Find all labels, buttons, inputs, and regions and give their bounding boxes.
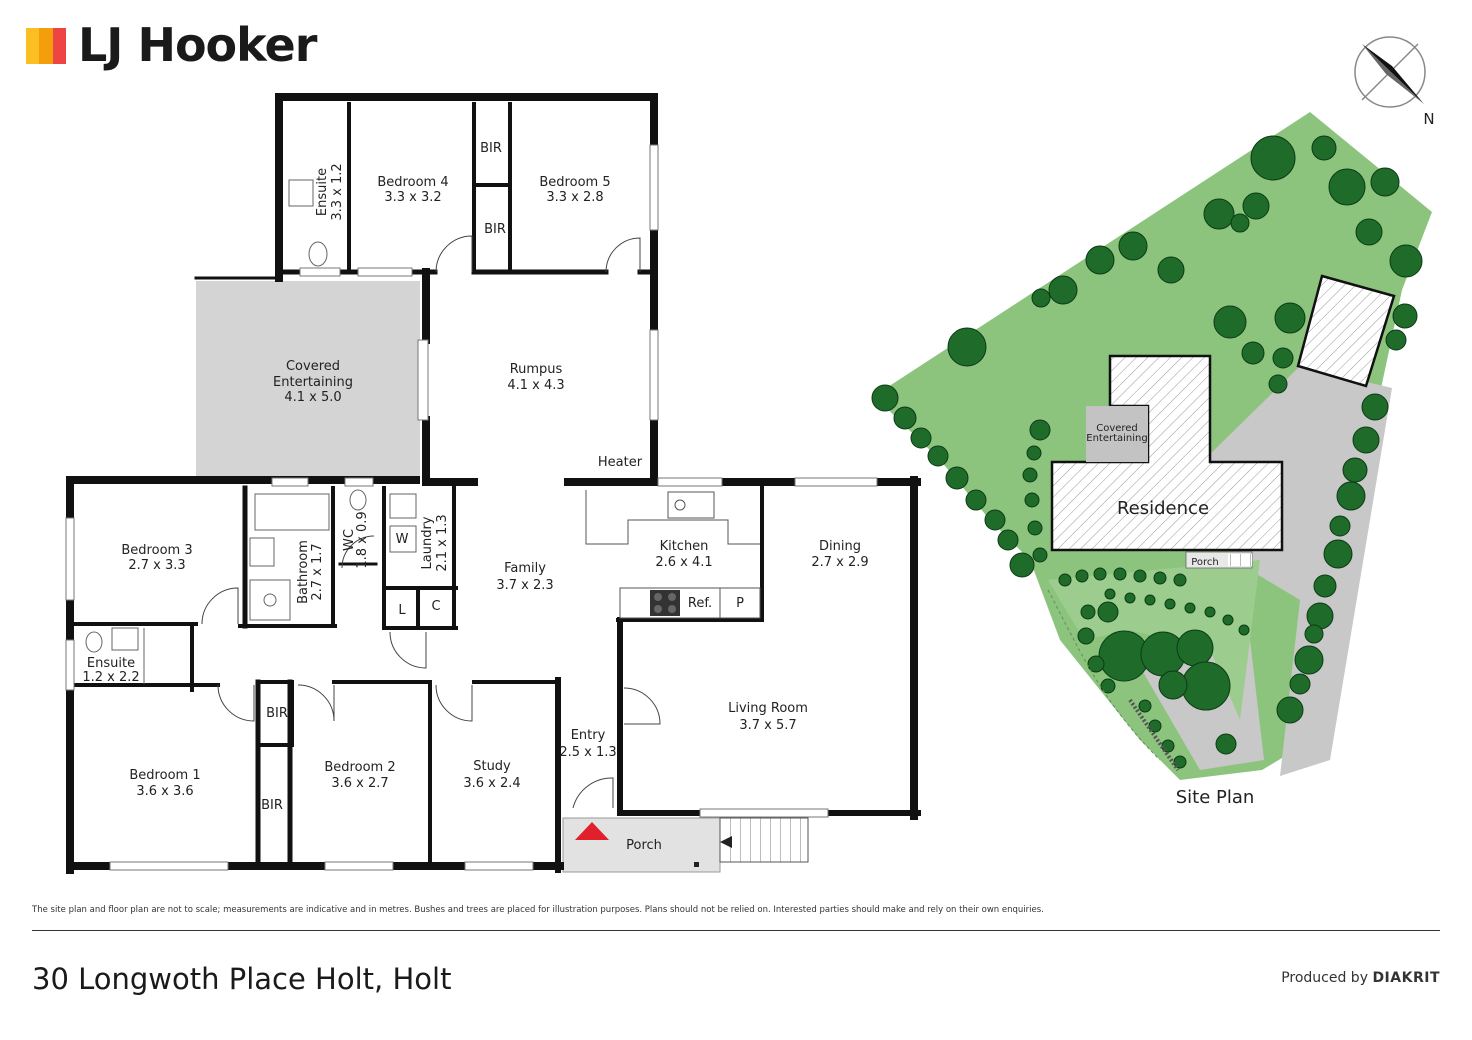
wc-label: WC bbox=[342, 529, 357, 551]
family-label: Family bbox=[504, 561, 546, 576]
living-label: Living Room bbox=[728, 701, 808, 716]
family-size: 3.7 x 2.3 bbox=[496, 578, 553, 593]
door-swings bbox=[201, 235, 661, 809]
bedroom5-label: Bedroom 5 bbox=[539, 175, 610, 190]
bedroom2-label: Bedroom 2 bbox=[324, 760, 395, 775]
bathroom-size: 2.7 x 1.7 bbox=[310, 543, 325, 600]
study-label: Study bbox=[473, 759, 511, 774]
producer-credit: Produced by DIAKRIT bbox=[1281, 970, 1440, 986]
bathroom-fixtures bbox=[85, 179, 417, 684]
floor-plan-walls bbox=[66, 93, 921, 874]
rumpus-label: Rumpus bbox=[510, 362, 563, 377]
washer-label: W bbox=[396, 532, 409, 547]
ensuite-top-label: Ensuite bbox=[315, 168, 330, 216]
study-size: 3.6 x 2.4 bbox=[463, 776, 520, 791]
entry-label: Entry bbox=[571, 728, 606, 743]
bedroom3-label: Bedroom 3 bbox=[121, 543, 192, 558]
bedroom4-size: 3.3 x 3.2 bbox=[384, 190, 441, 205]
dining-label: Dining bbox=[819, 539, 861, 554]
porch-label: Porch bbox=[626, 838, 662, 853]
ensuite-top-size: 3.3 x 1.2 bbox=[330, 163, 345, 220]
shed bbox=[1296, 274, 1396, 388]
logo-stripes bbox=[26, 28, 66, 64]
ensuite-main-label: Ensuite bbox=[87, 656, 135, 671]
bedroom1-size: 3.6 x 3.6 bbox=[136, 784, 193, 799]
windows bbox=[65, 144, 878, 871]
trees bbox=[871, 135, 1423, 769]
cooktop-icon bbox=[650, 590, 680, 616]
linen-label: L bbox=[398, 603, 406, 618]
property-address: 30 Longwoth Place Holt, Holt bbox=[32, 962, 452, 996]
brand-logo: LJ Hooker bbox=[78, 18, 317, 72]
laundry-label: Laundry bbox=[420, 516, 435, 569]
bedroom4-label: Bedroom 4 bbox=[377, 175, 448, 190]
heater-label: Heater bbox=[598, 455, 643, 470]
disclaimer-text: The site plan and floor plan are not to … bbox=[32, 905, 1044, 915]
compass-north-label: N bbox=[1423, 110, 1434, 128]
bir-bedroom5-label: BIR bbox=[484, 222, 506, 237]
laundry-size: 2.1 x 1.3 bbox=[435, 514, 450, 571]
kitchen-label: Kitchen bbox=[660, 539, 709, 554]
bathroom-label: Bathroom bbox=[296, 540, 311, 604]
bedroom5-size: 3.3 x 2.8 bbox=[546, 190, 603, 205]
covered-label-1: Covered bbox=[286, 359, 340, 374]
site-porch-label: Porch bbox=[1191, 557, 1219, 568]
bir-bedroom1-label: BIR bbox=[261, 798, 283, 813]
fridge-label: Ref. bbox=[688, 596, 712, 611]
stairs-arrow-icon bbox=[720, 836, 732, 848]
compass-icon bbox=[1354, 36, 1426, 108]
entry-size: 2.5 x 1.3 bbox=[559, 745, 616, 760]
bir-bedroom4-label: BIR bbox=[480, 141, 502, 156]
ensuite-main-size: 1.2 x 2.2 bbox=[82, 670, 139, 685]
producer-name: DIAKRIT bbox=[1372, 970, 1440, 986]
produced-by-label: Produced by bbox=[1281, 970, 1368, 986]
living-size: 3.7 x 5.7 bbox=[739, 718, 796, 733]
site-plan-title: Site Plan bbox=[1176, 787, 1255, 808]
pantry-label: P bbox=[736, 596, 744, 611]
porch-stairs bbox=[719, 817, 809, 863]
wc-size: 1.8 x 0.9 bbox=[355, 511, 370, 568]
bir-bedroom2-label: BIR bbox=[266, 706, 288, 721]
kitchen-size: 2.6 x 4.1 bbox=[655, 555, 712, 570]
bedroom1-label: Bedroom 1 bbox=[129, 768, 200, 783]
bedroom2-size: 3.6 x 2.7 bbox=[331, 776, 388, 791]
site-covered-entertaining bbox=[1086, 406, 1148, 462]
footer-divider bbox=[32, 930, 1440, 931]
site-plan bbox=[871, 112, 1432, 780]
site-covered-label-1: Covered bbox=[1096, 423, 1138, 434]
cupboard-label: C bbox=[431, 599, 440, 614]
covered-size: 4.1 x 5.0 bbox=[284, 390, 341, 405]
floor-and-site-plan: Ensuite 3.3 x 1.2 Bedroom 4 3.3 x 3.2 Be… bbox=[65, 36, 1435, 874]
site-residence-label: Residence bbox=[1117, 498, 1209, 519]
rumpus-size: 4.1 x 4.3 bbox=[507, 378, 564, 393]
covered-label-2: Entertaining bbox=[273, 375, 353, 390]
entry-arrow-icon bbox=[575, 822, 609, 840]
kitchen-sink-icon bbox=[667, 491, 715, 519]
site-covered-label-2: Entertaining bbox=[1086, 433, 1147, 444]
dining-size: 2.7 x 2.9 bbox=[811, 555, 868, 570]
kitchen-bench-lower bbox=[619, 587, 761, 619]
bedroom3-size: 2.7 x 3.3 bbox=[128, 558, 185, 573]
covered-entertaining-area bbox=[196, 281, 420, 477]
